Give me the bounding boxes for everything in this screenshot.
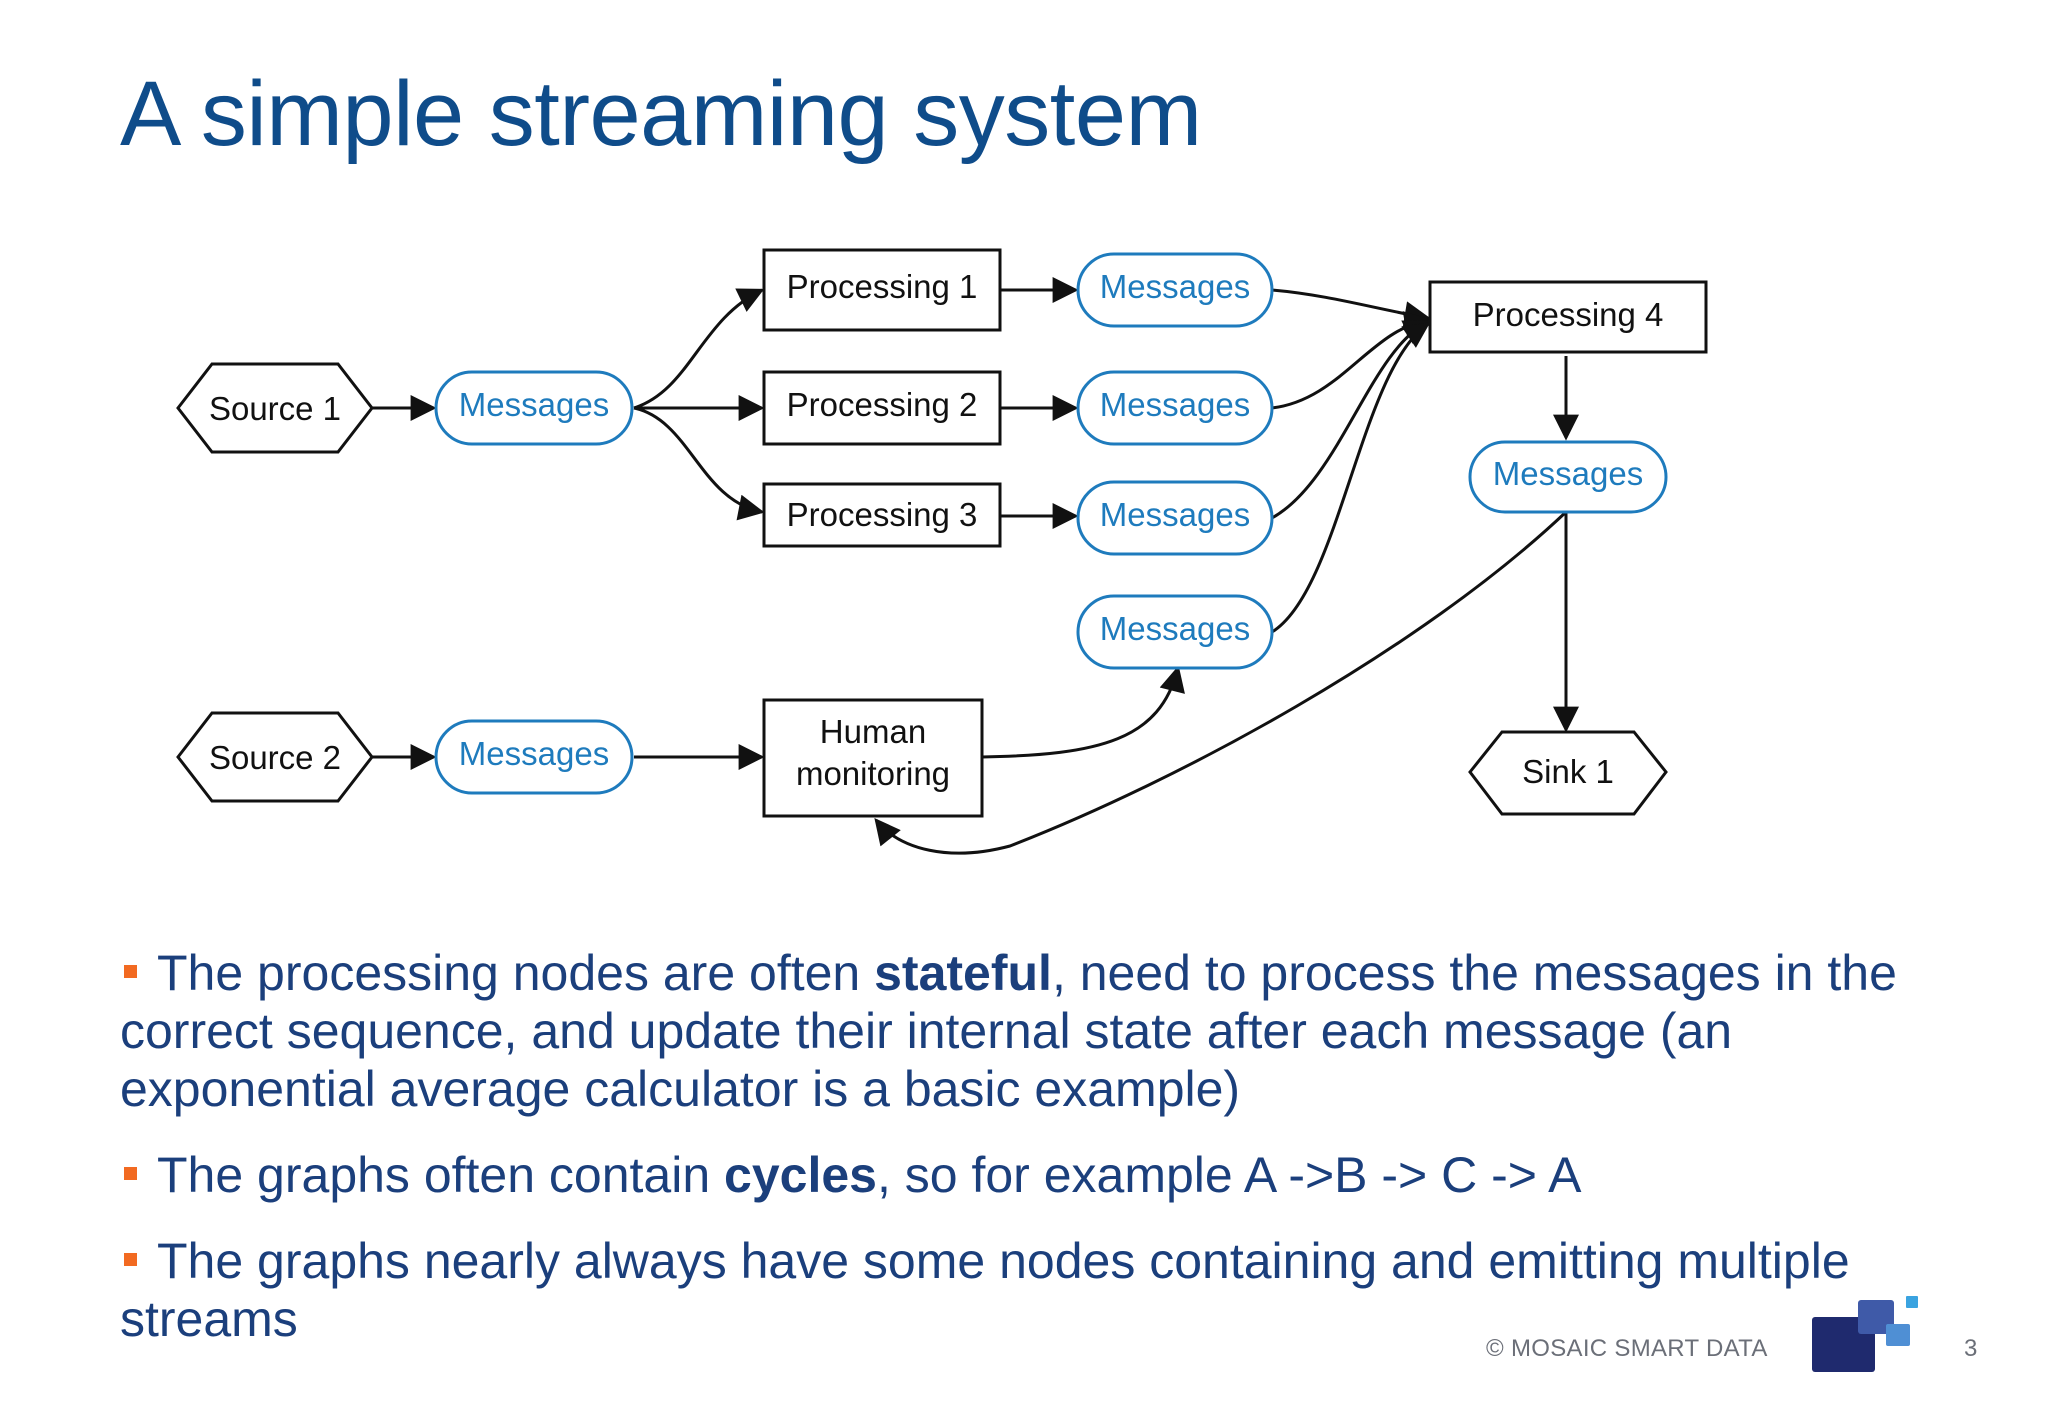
human-monitoring: Human monitoring — [762, 698, 984, 818]
source-2: Source 2 — [176, 711, 374, 803]
edge-messages-human-feedback — [874, 510, 1568, 855]
edge-messages-processing3 — [633, 406, 765, 521]
messages-node: Messages — [1076, 252, 1274, 328]
processing-2: Processing 2 — [762, 370, 1002, 446]
edges — [372, 277, 1579, 855]
messages-label: Messages — [1493, 455, 1643, 492]
page-number: 3 — [1964, 1335, 1978, 1362]
processing-2-label: Processing 2 — [787, 386, 978, 423]
messages-label: Messages — [459, 735, 609, 772]
processing-3-label: Processing 3 — [787, 496, 978, 533]
sink-1: Sink 1 — [1468, 730, 1668, 816]
streaming-diagram: Source 1 Source 2 Messages Messages Mess… — [176, 248, 1708, 855]
messages-label: Messages — [1100, 268, 1250, 305]
messages-label: Messages — [1100, 386, 1250, 423]
edge-messages2-processing4 — [1271, 311, 1431, 410]
human-monitoring-label-line2: monitoring — [796, 755, 950, 792]
slide-title: A simple streaming system — [120, 63, 1202, 165]
processing-1: Processing 1 — [762, 248, 1002, 332]
messages-node: Messages — [434, 370, 634, 446]
footer-copyright: © MOSAIC SMART DATA — [1486, 1335, 1768, 1362]
human-monitoring-label-line1: Human — [820, 713, 926, 750]
messages-label: Messages — [459, 386, 609, 423]
bullet-item: The graphs often contain cycles, so for … — [120, 1146, 1900, 1204]
messages-node: Messages — [434, 719, 634, 795]
edge-messages4-processing4 — [1271, 322, 1431, 634]
processing-1-label: Processing 1 — [787, 268, 978, 305]
source-2-label: Source 2 — [209, 739, 341, 776]
source-1-label: Source 1 — [209, 390, 341, 427]
edge-messages-processing1 — [633, 288, 765, 410]
processing-4-label: Processing 4 — [1473, 296, 1664, 333]
mosaic-logo — [1812, 1292, 1922, 1372]
messages-label: Messages — [1100, 496, 1250, 533]
bullet-item: The processing nodes are often stateful,… — [120, 945, 1897, 1117]
source-1: Source 1 — [176, 362, 374, 454]
processing-3: Processing 3 — [762, 482, 1002, 548]
messages-node: Messages — [1076, 594, 1274, 670]
edge-messages1-processing4 — [1271, 288, 1431, 327]
bullet-list: The processing nodes are often stateful,… — [120, 944, 1900, 1376]
messages-node: Messages — [1468, 440, 1668, 514]
bullet-marker — [124, 965, 137, 979]
sink-1-label: Sink 1 — [1522, 753, 1614, 790]
messages-node: Messages — [1076, 480, 1274, 556]
bullet-marker — [124, 1167, 137, 1181]
bullet-item: The graphs nearly always have some nodes… — [120, 1233, 1850, 1347]
edge-human-messages — [981, 665, 1185, 759]
processing-4: Processing 4 — [1428, 280, 1708, 354]
messages-node: Messages — [1076, 370, 1274, 446]
bullet-marker — [124, 1253, 137, 1267]
messages-label: Messages — [1100, 610, 1250, 647]
